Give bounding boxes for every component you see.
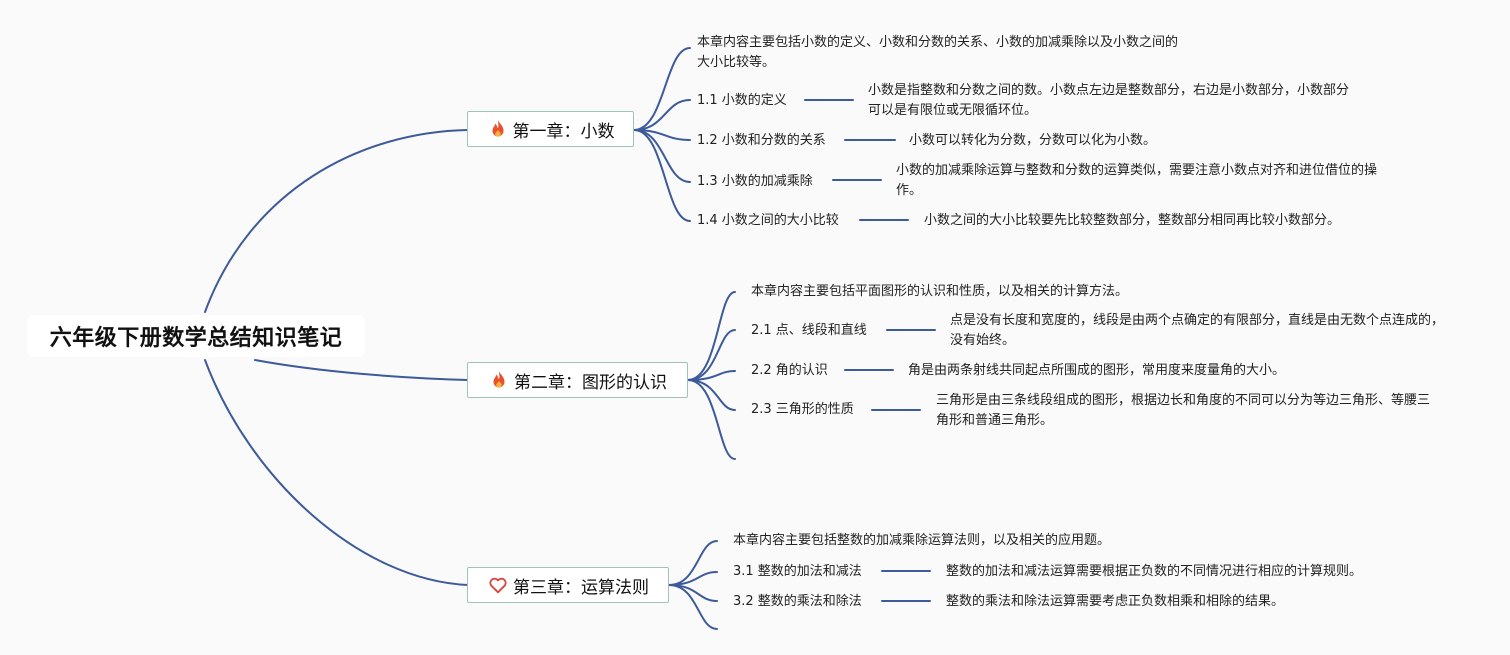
- branch-connector: [633, 129, 691, 183]
- section-description: 小数的加减乘除运算与整数和分数的运算类似，需要注意小数点对齐和进位借位的操作。: [896, 163, 1378, 198]
- section-description: 整数的乘法和除法运算需要考虑正负数相乘和相除的结果。: [946, 594, 1285, 609]
- section-label[interactable]: 2.2 角的认识: [751, 363, 828, 378]
- section-description: 小数可以转化为分数，分数可以化为小数。: [909, 133, 1157, 148]
- chapter-summary: 本章内容主要包括小数的定义、小数和分数的关系、小数的加减乘除以及小数之间的大小比…: [697, 35, 1179, 70]
- section-description: 角是由两条射线共同起点所围成的图形，常用度来度量角的大小。: [908, 363, 1286, 378]
- section-description: 小数之间的大小比较要先比较整数部分，整数部分相同再比较小数部分。: [924, 213, 1341, 228]
- branch-connector: [633, 99, 691, 131]
- root-link-ch1: [204, 129, 469, 313]
- section-description: 小数是指整数和分数之间的数。小数点左边是整数部分，右边是小数部分，小数部分可以是…: [868, 83, 1350, 118]
- section-label[interactable]: 3.1 整数的加法和减法: [733, 564, 862, 579]
- branch-connector: [668, 584, 718, 630]
- section-description: 整数的加法和减法运算需要根据正负数的不同情况进行相应的计算规则。: [946, 564, 1363, 579]
- fire-icon: [488, 369, 510, 391]
- section-description: 三角形是由三条线段组成的图形，根据边长和角度的不同可以分为等边三角形、等腰三角形…: [936, 393, 1431, 428]
- section-label[interactable]: 1.2 小数和分数的关系: [697, 133, 826, 148]
- section-label[interactable]: 1.3 小数的加减乘除: [697, 174, 813, 189]
- chapter-title: 第一章：小数: [512, 121, 615, 142]
- root-link-ch3: [204, 359, 469, 586]
- section-label[interactable]: 2.3 三角形的性质: [751, 402, 854, 417]
- root-link-ch2: [254, 359, 469, 381]
- branch-connector: [687, 329, 736, 381]
- branch-connector: [633, 129, 691, 222]
- section-label[interactable]: 1.1 小数的定义: [697, 93, 787, 108]
- section-label[interactable]: 2.1 点、线段和直线: [751, 323, 867, 338]
- section-label[interactable]: 1.4 小数之间的大小比较: [697, 213, 839, 228]
- branch-connector: [668, 540, 718, 586]
- chapter-title: 第二章：图形的认识: [514, 372, 667, 393]
- branch-connector: [687, 379, 736, 460]
- chapter-node-1[interactable]: 第一章：小数: [467, 111, 634, 147]
- chapter-summary: 本章内容主要包括整数的加减乘除运算法则，以及相关的应用题。: [733, 533, 1111, 548]
- root-title: 六年级下册数学总结知识笔记: [49, 326, 343, 351]
- branch-connector: [633, 47, 691, 131]
- branch-connector: [668, 584, 718, 602]
- fire-icon: [487, 118, 509, 140]
- branch-connector: [687, 291, 736, 381]
- section-label[interactable]: 3.2 整数的乘法和除法: [733, 594, 862, 609]
- chapter-node-2[interactable]: 第二章：图形的认识: [467, 362, 688, 398]
- root-node[interactable]: 六年级下册数学总结知识笔记: [27, 315, 365, 357]
- chapter-title: 第三章：运算法则: [513, 577, 649, 598]
- section-description: 点是没有长度和宽度的，线段是由两个点确定的有限部分，直线是由无数个点连成的，没有…: [950, 313, 1445, 348]
- chapter-summary: 本章内容主要包括平面图形的认识和性质，以及相关的计算方法。: [751, 284, 1129, 299]
- chapter-node-3[interactable]: 第三章：运算法则: [467, 567, 669, 603]
- heart-icon: [487, 574, 509, 596]
